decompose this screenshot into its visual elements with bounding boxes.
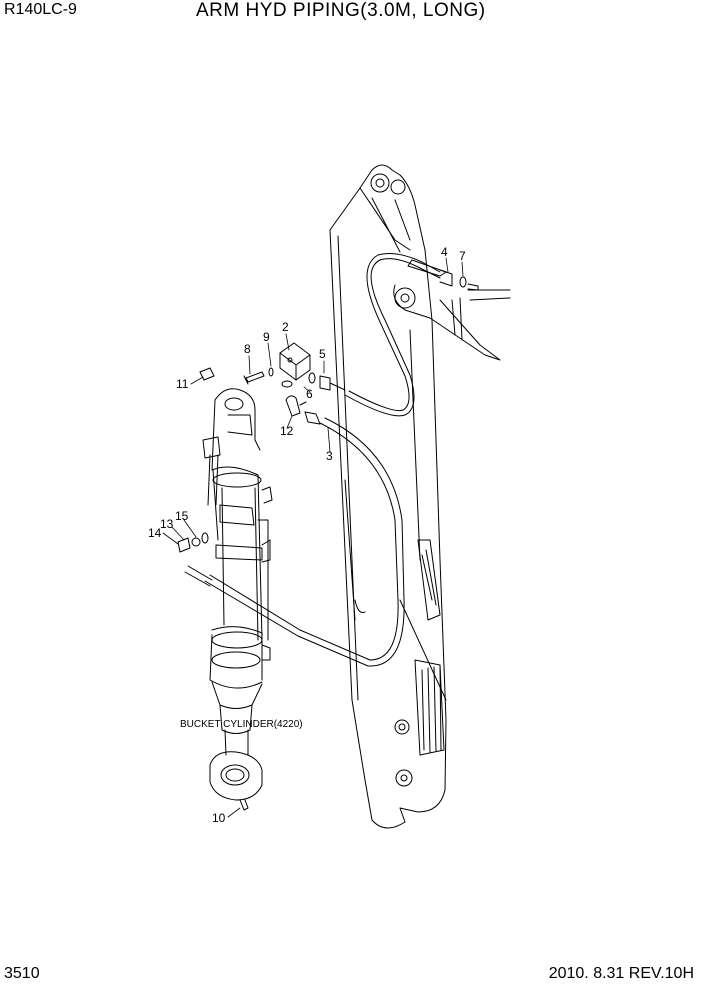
callout-13: 13	[160, 517, 174, 531]
hose-upper	[344, 253, 479, 417]
callout-3: 3	[326, 449, 333, 463]
page-title: ARM HYD PIPING(3.0M, LONG)	[196, 0, 486, 21]
leader-lines	[162, 257, 464, 818]
callout-2: 2	[282, 320, 289, 334]
callout-7: 7	[459, 249, 466, 263]
callout-numbers: 2 4 7 8 9 5 6 11 12 3 15 13 14 10	[148, 245, 466, 825]
callout-14: 14	[148, 526, 162, 540]
block-fitting	[199, 342, 346, 425]
callout-10: 10	[212, 811, 226, 825]
callout-11: 11	[176, 377, 189, 391]
bucket-cylinder	[177, 388, 273, 811]
arm-boom	[329, 164, 511, 829]
callout-4: 4	[441, 245, 448, 259]
model-code: R140LC-9	[4, 1, 77, 18]
hose-lower	[184, 417, 405, 667]
callout-15: 15	[175, 509, 189, 523]
callout-5: 5	[319, 347, 326, 361]
bucket-cylinder-label: BUCKET CYLINDER(4220)	[180, 719, 303, 730]
callout-8: 8	[244, 342, 251, 356]
callout-12: 12	[280, 424, 294, 438]
callout-6: 6	[306, 387, 313, 401]
page-number: 3510	[4, 965, 40, 982]
callout-9: 9	[263, 330, 270, 344]
revision-date: 2010. 8.31 REV.10H	[548, 965, 694, 982]
